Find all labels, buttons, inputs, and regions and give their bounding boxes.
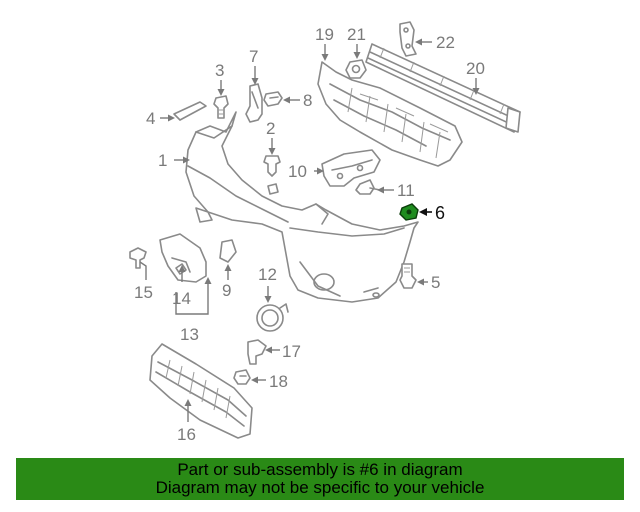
part-clip-18: [233, 369, 251, 385]
callout-22: 22: [436, 33, 455, 52]
callout-18: 18: [269, 372, 288, 391]
part-clip-9: [219, 239, 237, 263]
callout-10: 10: [288, 162, 307, 181]
callout-2: 2: [266, 119, 275, 138]
leader-arrows: [139, 38, 480, 422]
callout-6: 6: [435, 203, 445, 223]
callout-labels: 1 2 3 4 5 6 7 8 9 10 11 12 13 14 15 16 1…: [134, 25, 485, 444]
part-bracket-10: [321, 149, 381, 187]
parts-diagram: 1 2 3 4 5 6 7 8 9 10 11 12 13 14 15 16 1…: [129, 21, 521, 444]
part-strip-4: [173, 101, 207, 121]
callout-20: 20: [466, 59, 485, 78]
part-reinforcement-bar: [365, 43, 521, 133]
callout-13: 13: [180, 325, 199, 344]
part-nut-21: [345, 59, 367, 79]
callout-16: 16: [177, 425, 196, 444]
part-bumper-cover: [185, 111, 419, 303]
part-clip-2: [263, 155, 281, 177]
part-clip-8: [263, 91, 283, 107]
part-bolt-11: [355, 179, 381, 195]
part-bracket-22: [399, 21, 417, 57]
callout-12: 12: [258, 265, 277, 284]
banner-line-disclaimer: Diagram may not be specific to your vehi…: [155, 478, 485, 497]
callout-17: 17: [282, 342, 301, 361]
banner-line-part-number: Part or sub-assembly is #6 in diagram: [177, 460, 463, 479]
callout-21: 21: [347, 25, 366, 44]
part-clip-17: [247, 339, 267, 365]
callout-9: 9: [222, 281, 231, 300]
callout-5: 5: [431, 273, 440, 292]
callout-19: 19: [315, 25, 334, 44]
part-nut-6-highlighted: [399, 203, 419, 221]
part-lower-grille: [149, 343, 253, 439]
part-energy-absorber: [317, 61, 463, 167]
part-bolt-3: [213, 95, 229, 119]
callout-7: 7: [249, 47, 258, 66]
part-fog-lamp: [256, 303, 289, 332]
part-bolt-5: [399, 263, 417, 289]
info-banner: Part or sub-assembly is #6 in diagram Di…: [16, 458, 624, 500]
callout-15: 15: [134, 283, 153, 302]
callout-8: 8: [303, 91, 312, 110]
callout-11: 11: [397, 181, 415, 200]
callout-14: 14: [172, 289, 191, 308]
part-bracket-7: [245, 83, 263, 123]
part-bolt-15: [129, 247, 147, 269]
part-bracket-14: [159, 233, 207, 283]
callout-4: 4: [146, 109, 155, 128]
callout-1: 1: [158, 151, 167, 170]
callout-3: 3: [215, 61, 224, 80]
